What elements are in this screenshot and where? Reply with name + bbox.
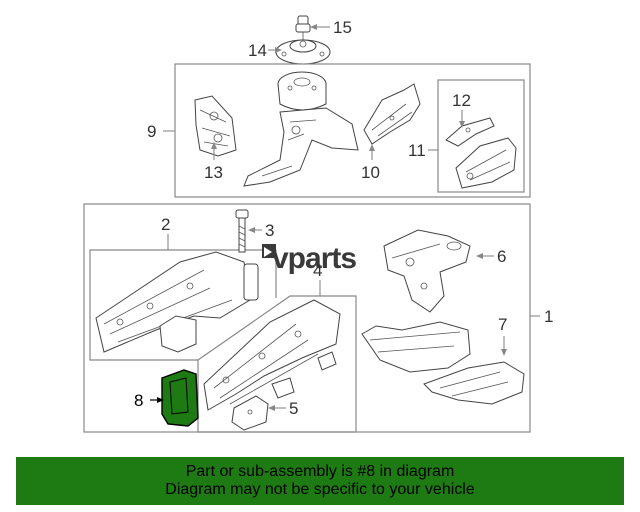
part-7-pan — [423, 361, 525, 405]
callout-9: 9 — [147, 122, 156, 141]
assembly-box-11 — [437, 79, 525, 193]
callout-7: 7 — [498, 315, 507, 334]
callout-10: 10 — [361, 163, 380, 182]
callout-2: 2 — [161, 215, 170, 234]
part-6-bracket — [383, 229, 471, 313]
part-13-bracket — [194, 95, 237, 157]
vparts-watermark: vparts — [272, 242, 356, 275]
callout-6: 6 — [497, 247, 506, 266]
part-strut-tower — [243, 71, 359, 187]
part-4-side-member — [203, 299, 341, 411]
callout-12: 12 — [452, 91, 471, 110]
callout-4: 4 — [313, 261, 322, 280]
leader-8 — [150, 397, 164, 403]
leader-7 — [501, 336, 507, 356]
assembly-box-2 — [89, 249, 276, 361]
leader-12 — [459, 110, 465, 128]
callout-11: 11 — [408, 141, 426, 160]
banner-line-1: Part or sub-assembly is #8 in diagram — [185, 463, 455, 480]
part-lower-rail — [361, 321, 471, 373]
leader-14 — [268, 47, 282, 53]
leader-5 — [268, 405, 286, 411]
leader-3 — [248, 227, 262, 233]
leader-6 — [476, 253, 494, 259]
part-8-reinforcement — [161, 369, 199, 427]
callout-14: 14 — [248, 41, 267, 60]
part-5-plate — [231, 395, 269, 431]
info-banner: Part or sub-assembly is #8 in diagram Di… — [16, 457, 624, 505]
part-11-extension — [455, 137, 517, 189]
leader-15 — [310, 24, 330, 30]
callout-15: 15 — [333, 18, 352, 37]
part-12-bracket — [445, 117, 495, 147]
assembly-box-4 — [197, 295, 357, 433]
callout-5: 5 — [289, 399, 298, 418]
leader-13 — [211, 142, 217, 160]
part-14-mount — [275, 39, 331, 65]
callout-1: 1 — [544, 307, 553, 326]
part-3-bolt — [235, 209, 249, 253]
part-2-frame-rail — [95, 251, 259, 353]
leader-10 — [369, 144, 375, 160]
part-8-highlight — [161, 369, 199, 427]
vparts-logo: vparts — [262, 242, 357, 275]
part-10-rail — [363, 83, 421, 145]
callout-3: 3 — [265, 221, 274, 240]
banner-line-2: Diagram may not be specific to your vehi… — [165, 481, 475, 498]
part-15-nut — [295, 15, 311, 40]
callout-8: 8 — [134, 391, 143, 410]
callout-13: 13 — [204, 163, 223, 182]
